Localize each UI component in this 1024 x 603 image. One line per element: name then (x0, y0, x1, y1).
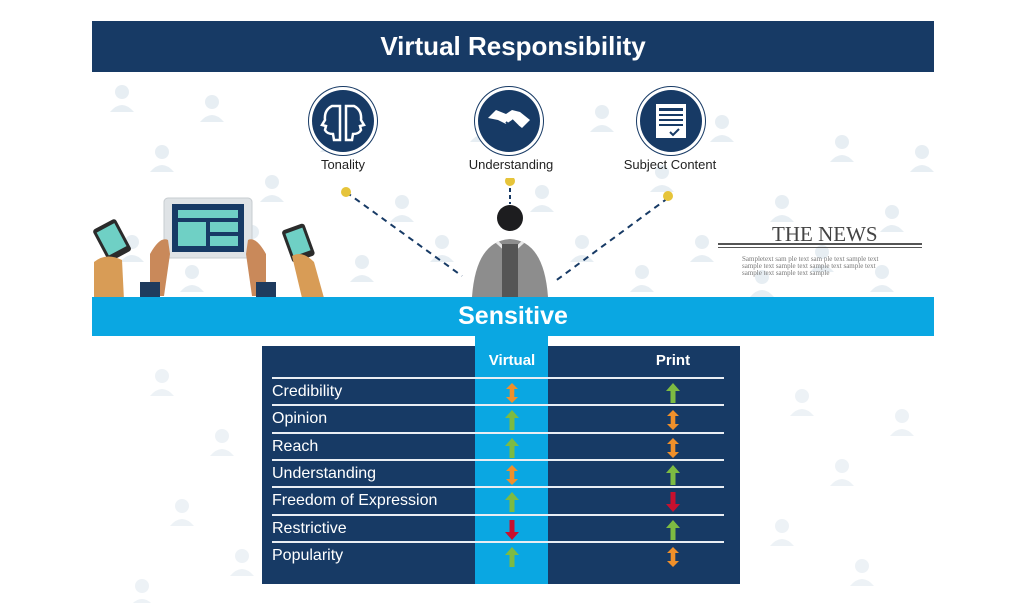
handshake-icon (478, 90, 540, 152)
icon-label-understanding: Understanding (468, 157, 554, 172)
virtual-up-arrow-icon (505, 492, 519, 513)
news-sample-text: Sampletext sam ple text sam ple text sam… (742, 255, 879, 277)
print-both-arrow-icon (666, 437, 680, 458)
row-label: Restrictive (272, 519, 347, 537)
virtual-both-arrow-icon (505, 464, 519, 485)
column-header-virtual: Virtual (488, 352, 536, 369)
background-crowd (110, 85, 934, 297)
news-rule-top (718, 243, 922, 245)
news-title: THE NEWS (772, 222, 878, 246)
faces-profile-icon (312, 90, 374, 152)
column-header-print: Print (655, 352, 691, 369)
row-divider (272, 486, 724, 489)
print-down-arrow-icon (666, 492, 680, 513)
row-label: Reach (272, 437, 319, 455)
virtual-up-arrow-icon (505, 437, 519, 458)
row-divider (272, 431, 724, 434)
row-label: Credibility (272, 383, 343, 400)
connector-dot (505, 178, 515, 186)
row-label: Freedom of Expression (272, 492, 438, 510)
print-up-arrow-icon (666, 383, 680, 403)
row-divider (272, 513, 724, 516)
row-divider (272, 377, 724, 379)
row-divider (272, 404, 724, 407)
news-rule-bottom (718, 247, 922, 248)
print-up-arrow-icon (666, 464, 680, 485)
virtual-down-arrow-icon (505, 519, 519, 540)
connector-dot (663, 191, 673, 201)
icon-label-tonality: Tonality (320, 157, 366, 172)
print-both-arrow-icon (666, 546, 680, 567)
row-label: Opinion (272, 410, 328, 428)
print-up-arrow-icon (666, 519, 680, 540)
row-label: Popularity (272, 546, 344, 564)
document-icon (640, 90, 702, 152)
icon-label-subject-content: Subject Content (623, 157, 717, 172)
print-both-arrow-icon (666, 410, 680, 431)
connector-dot (341, 187, 351, 197)
virtual-up-arrow-icon (505, 410, 519, 431)
sensitive-banner: Sensitive (92, 297, 934, 336)
row-divider (272, 458, 724, 461)
virtual-both-arrow-icon (505, 383, 519, 403)
illustration (93, 178, 673, 298)
row-label: Understanding (272, 464, 377, 482)
row-divider (272, 540, 724, 543)
virtual-up-arrow-icon (505, 546, 519, 567)
page-title: Virtual Responsibility (92, 21, 934, 72)
